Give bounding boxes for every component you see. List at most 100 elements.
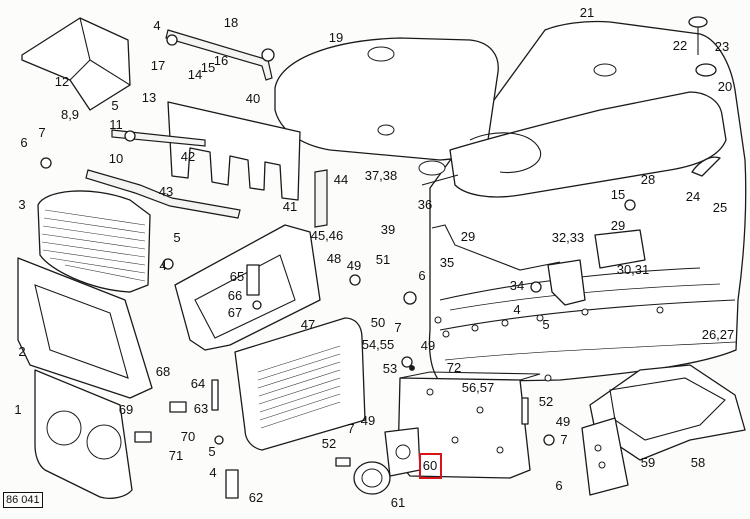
part-label-56-57: 56,57 bbox=[461, 380, 495, 395]
part-label-29: 29 bbox=[610, 218, 626, 233]
part-label-49: 49 bbox=[420, 338, 436, 353]
part-label-7: 7 bbox=[38, 125, 46, 140]
part-label-5: 5 bbox=[208, 444, 216, 459]
part-label-54-55: 54,55 bbox=[361, 337, 395, 352]
part-label-16: 16 bbox=[213, 53, 229, 68]
part-label-41: 41 bbox=[282, 199, 298, 214]
part-label-29: 29 bbox=[460, 229, 476, 244]
part-label-51: 51 bbox=[375, 252, 391, 267]
part-label-11: 11 bbox=[109, 117, 123, 132]
part-label-13: 13 bbox=[141, 90, 157, 105]
part-label-49: 49 bbox=[346, 258, 362, 273]
part-label-22: 22 bbox=[672, 38, 688, 53]
part-20-rear-panel bbox=[449, 91, 727, 198]
part-label-28: 28 bbox=[640, 172, 656, 187]
part-44-strip bbox=[314, 169, 328, 228]
part-label-26-27: 26,27 bbox=[701, 327, 735, 342]
part-label-15: 15 bbox=[610, 187, 626, 202]
part-label-49: 49 bbox=[555, 414, 571, 429]
part-40-bracket bbox=[167, 101, 301, 201]
part-23-spring bbox=[695, 63, 717, 77]
part-62-pin bbox=[225, 469, 239, 499]
part-label-43: 43 bbox=[158, 184, 174, 199]
part-label-4: 4 bbox=[159, 258, 167, 273]
part-label-5: 5 bbox=[111, 98, 119, 113]
part-label-64: 64 bbox=[190, 376, 206, 391]
part-label-15: 15 bbox=[200, 60, 216, 75]
part-label-39: 39 bbox=[380, 222, 396, 237]
part-label-36: 36 bbox=[417, 197, 433, 212]
part-label-30-31: 30,31 bbox=[616, 262, 650, 277]
part-label-2: 2 bbox=[18, 344, 26, 359]
part-32-33-bracket bbox=[547, 259, 586, 306]
part-12-cover bbox=[21, 17, 131, 111]
part-19-top-panel bbox=[274, 37, 499, 161]
part-label-44: 44 bbox=[333, 172, 349, 187]
part-label-50: 50 bbox=[370, 315, 386, 330]
figure-reference: 86 041 bbox=[3, 492, 43, 508]
part-label-71: 71 bbox=[168, 448, 184, 463]
part-label-3: 3 bbox=[18, 197, 26, 212]
part-label-24: 24 bbox=[685, 189, 701, 204]
part-30-31-bracket bbox=[594, 229, 646, 269]
part-52-bolt bbox=[335, 457, 351, 467]
part-label-7: 7 bbox=[394, 320, 402, 335]
part-47-vent-panel bbox=[234, 317, 366, 451]
part-label-4: 4 bbox=[209, 465, 217, 480]
part-label-7: 7 bbox=[560, 432, 568, 447]
part-64-bolt bbox=[211, 379, 219, 411]
part-label-40: 40 bbox=[245, 91, 261, 106]
part-24-lever bbox=[691, 156, 721, 177]
part-label-42: 42 bbox=[180, 149, 196, 164]
part-label-32-33: 32,33 bbox=[551, 230, 585, 245]
part-label-5: 5 bbox=[542, 317, 550, 332]
part-label-70: 70 bbox=[180, 429, 196, 444]
part-22-cap bbox=[688, 16, 708, 28]
part-65-bolt bbox=[246, 264, 260, 296]
part-label-48: 48 bbox=[326, 251, 342, 266]
part-label-60: 60 bbox=[422, 458, 438, 473]
part-label-52: 52 bbox=[538, 394, 554, 409]
part-35-rod bbox=[431, 224, 561, 271]
part-label-14: 14 bbox=[187, 67, 203, 82]
part-label-67: 67 bbox=[227, 305, 243, 320]
part-label-25: 25 bbox=[712, 200, 728, 215]
part-label-12: 12 bbox=[54, 74, 70, 89]
part-label-23: 23 bbox=[714, 39, 730, 54]
part-52-bolt-2 bbox=[521, 397, 529, 425]
part-label-6: 6 bbox=[20, 135, 28, 150]
part-label-10: 10 bbox=[108, 151, 124, 166]
part-71-plug bbox=[134, 431, 152, 443]
part-42-43-link bbox=[85, 169, 241, 219]
part-label-6: 6 bbox=[418, 268, 426, 283]
part-label-8-9: 8,9 bbox=[60, 107, 80, 122]
part-label-65: 65 bbox=[229, 269, 245, 284]
part-label-52: 52 bbox=[321, 436, 337, 451]
part-label-61: 61 bbox=[390, 495, 406, 510]
part-label-4: 4 bbox=[513, 302, 521, 317]
part-2-frame bbox=[17, 257, 153, 399]
part-70-bolt bbox=[169, 401, 187, 413]
bonnet-rivets bbox=[434, 306, 664, 382]
part-label-19: 19 bbox=[328, 30, 344, 45]
highlight-box-part-60 bbox=[419, 453, 442, 479]
part-label-37-38: 37,38 bbox=[364, 168, 398, 183]
part-label-20: 20 bbox=[717, 79, 733, 94]
part-label-35: 35 bbox=[439, 255, 455, 270]
part-label-69: 69 bbox=[118, 402, 134, 417]
part-label-62: 62 bbox=[248, 490, 264, 505]
part-label-66: 66 bbox=[227, 288, 243, 303]
part-label-45-46: 45,46 bbox=[310, 228, 344, 243]
part-label-47: 47 bbox=[300, 317, 316, 332]
part-label-72: 72 bbox=[446, 360, 462, 375]
part-label-53: 53 bbox=[382, 361, 398, 376]
part-59-bracket bbox=[581, 417, 629, 496]
part-label-68: 68 bbox=[155, 364, 171, 379]
part-label-6: 6 bbox=[555, 478, 563, 493]
part-label-17: 17 bbox=[150, 58, 166, 73]
part-1-plate bbox=[34, 369, 133, 499]
part-label-59: 59 bbox=[640, 455, 656, 470]
part-label-7: 7 bbox=[347, 421, 355, 436]
part-label-63: 63 bbox=[193, 401, 209, 416]
